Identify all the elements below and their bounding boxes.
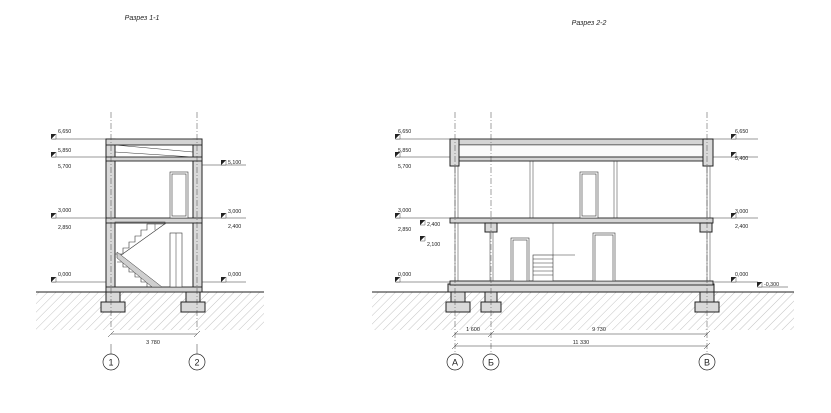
- level-mark: -0,300: [764, 282, 779, 288]
- left-parapet: [449, 138, 460, 167]
- level-mark: 5,100: [228, 160, 241, 166]
- floor-slab: [105, 217, 203, 224]
- level-mark: 5,700: [398, 164, 411, 170]
- roof-slab: [449, 138, 714, 146]
- door-lower-right-leaf: [594, 234, 614, 282]
- axis-bubble-b: [482, 353, 500, 371]
- section-2-title: Разрез 2-2: [572, 20, 607, 27]
- axis-bubble-v: [698, 353, 716, 371]
- staircase: [532, 223, 575, 282]
- level-mark: 3,000: [58, 208, 71, 214]
- foundation-pad: [445, 301, 471, 313]
- dimension-3780: 3 780: [146, 340, 160, 346]
- left-wall: [105, 138, 116, 293]
- staircase: [114, 221, 167, 288]
- level-mark: 5,400: [735, 156, 748, 162]
- axis-label-1: 1: [108, 358, 113, 368]
- attic-slab: [449, 156, 714, 162]
- right-wall: [192, 138, 203, 293]
- beam: [699, 222, 713, 233]
- level-mark: 2,400: [228, 224, 241, 230]
- section-2-2: Разрез 2-2: [372, 20, 794, 371]
- axis-label-v: В: [704, 358, 710, 368]
- ground-slab: [449, 280, 714, 286]
- levels-right-2: 6,650 5,400 3,000 2,400 0,000 -0,300: [713, 129, 788, 288]
- dimension-1600: 1 600: [466, 327, 480, 333]
- level-mark: 6,650: [58, 129, 71, 135]
- levels-left-1: 6,650 5,850 5,700 3,000 2,850 0,000: [50, 129, 106, 283]
- foundation-footing: [185, 291, 201, 303]
- roof-structure: [452, 144, 712, 158]
- door-lower-left-leaf: [512, 239, 528, 282]
- level-mark: 5,850: [58, 148, 71, 154]
- axis-label-b: Б: [488, 358, 494, 368]
- level-mark: 0,000: [228, 272, 241, 278]
- section-1-1: Разрез 1-1: [36, 15, 264, 371]
- axis-label-2: 2: [194, 358, 199, 368]
- levels-inner-2: 2,400 2,100: [419, 219, 440, 248]
- level-mark: 0,000: [398, 272, 411, 278]
- axis-label-a: А: [452, 358, 458, 368]
- floor-slab: [449, 217, 714, 224]
- right-parapet: [702, 138, 714, 167]
- foundation-footing: [105, 291, 121, 303]
- levels-left-2: 6,650 5,850 5,700 3,000 2,850 0,000: [394, 129, 450, 283]
- soil-hatch: [36, 292, 264, 330]
- roof-slope-line: [114, 151, 194, 158]
- foundation-pad: [100, 301, 126, 313]
- foundation-pad: [180, 301, 206, 313]
- door-upper-leaf: [581, 173, 597, 217]
- level-mark: 3,000: [228, 209, 241, 215]
- level-mark: 2,400: [427, 222, 440, 228]
- roof-slab: [105, 138, 203, 146]
- level-mark: 0,000: [735, 272, 748, 278]
- axis-bubble-2: [188, 353, 206, 371]
- level-mark: 0,000: [58, 272, 71, 278]
- level-mark: 6,650: [398, 129, 411, 135]
- level-mark: 5,700: [58, 164, 71, 170]
- level-mark: 6,650: [735, 129, 748, 135]
- axis-bubble-1: [102, 353, 120, 371]
- ground-slab: [105, 286, 203, 293]
- section-1-title: Разрез 1-1: [125, 15, 160, 22]
- level-mark: 2,400: [735, 224, 748, 230]
- level-mark: 3,000: [398, 208, 411, 214]
- axis-bubble-a: [446, 353, 464, 371]
- level-mark: 3,000: [735, 209, 748, 215]
- levels-right-1: 5,100 3,000 2,400 0,000: [202, 159, 246, 283]
- foundation-footing: [450, 291, 466, 303]
- attic-slab: [105, 156, 203, 162]
- dimension-11330: 11 330: [573, 340, 589, 346]
- level-mark: 2,850: [58, 225, 71, 231]
- door-upper-leaf: [171, 173, 187, 217]
- roof-insulation-line: [114, 144, 194, 153]
- dimension-9730: 9 730: [592, 327, 606, 333]
- level-mark: 5,850: [398, 148, 411, 154]
- level-mark: 2,100: [427, 242, 440, 248]
- level-mark: 2,850: [398, 227, 411, 233]
- soil-hatch: [372, 292, 794, 330]
